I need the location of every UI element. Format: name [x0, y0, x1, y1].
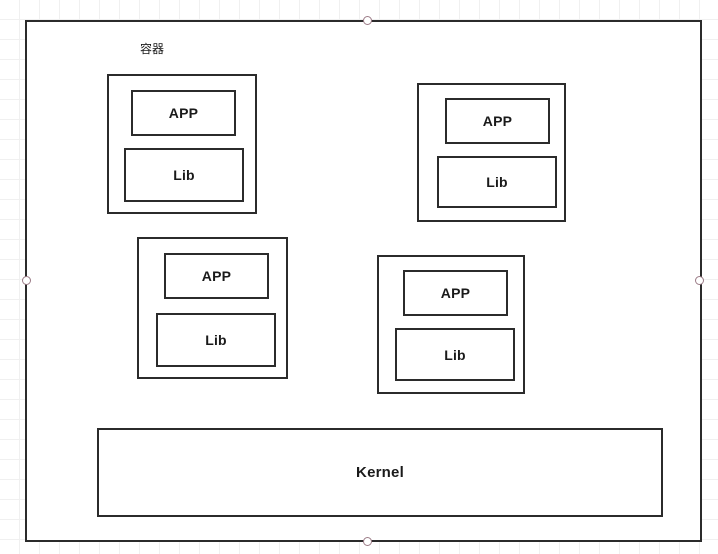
- container-2-app-label: APP: [482, 113, 513, 129]
- container-4-app-box[interactable]: APP: [403, 270, 508, 316]
- container-1-lib-label: Lib: [173, 167, 195, 183]
- container-4-app-label: APP: [440, 285, 471, 301]
- container-1[interactable]: APP Lib: [107, 74, 257, 214]
- selection-handle-top-center[interactable]: [363, 16, 372, 25]
- selection-handle-right-middle[interactable]: [695, 276, 704, 285]
- container-1-app-label: APP: [168, 105, 199, 121]
- outer-container-label: 容器: [140, 42, 165, 56]
- kernel-label: Kernel: [356, 464, 404, 481]
- container-3[interactable]: APP Lib: [137, 237, 288, 379]
- kernel-box[interactable]: Kernel: [97, 428, 663, 517]
- container-1-lib-box[interactable]: Lib: [124, 148, 244, 202]
- container-2-app-box[interactable]: APP: [445, 98, 550, 144]
- container-2-lib-label: Lib: [486, 174, 508, 190]
- container-3-app-box[interactable]: APP: [164, 253, 269, 299]
- container-4-lib-box[interactable]: Lib: [395, 328, 515, 381]
- container-2-lib-box[interactable]: Lib: [437, 156, 557, 208]
- container-1-app-box[interactable]: APP: [131, 90, 236, 136]
- container-4[interactable]: APP Lib: [377, 255, 525, 394]
- container-2[interactable]: APP Lib: [417, 83, 566, 222]
- container-3-app-label: APP: [201, 268, 232, 284]
- container-3-lib-box[interactable]: Lib: [156, 313, 276, 367]
- selection-handle-bottom-center[interactable]: [363, 537, 372, 546]
- container-3-lib-label: Lib: [205, 332, 227, 348]
- selection-handle-left-middle[interactable]: [22, 276, 31, 285]
- container-4-lib-label: Lib: [444, 346, 466, 363]
